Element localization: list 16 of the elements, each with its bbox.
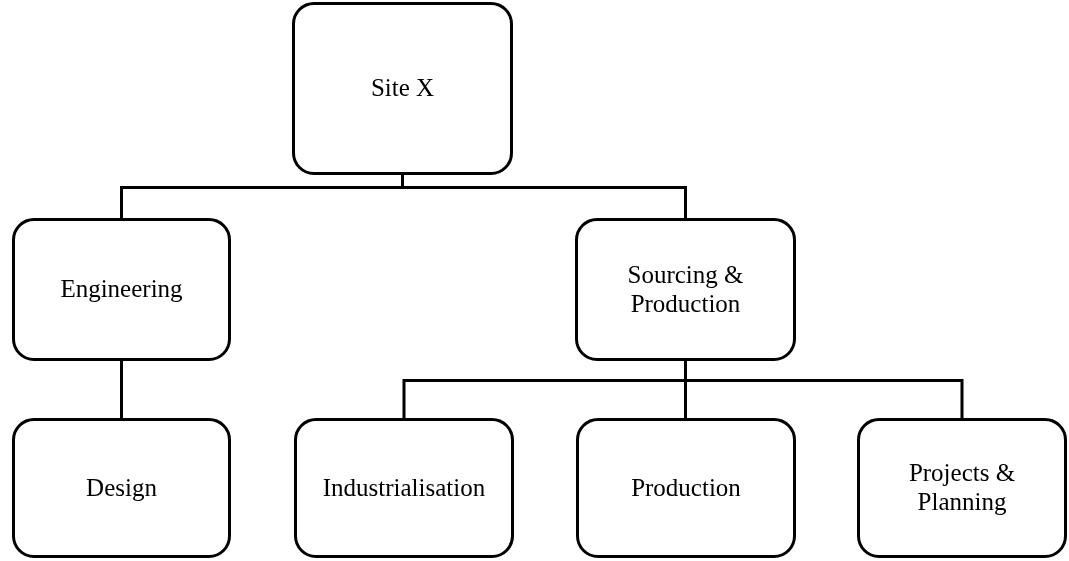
- org-box: [294, 418, 514, 558]
- box-label: Industrialisation: [321, 473, 487, 503]
- org-box: [576, 418, 796, 558]
- org-box: [12, 418, 231, 558]
- org-box: [857, 418, 1067, 558]
- box-label: Design: [85, 473, 158, 503]
- connector-line: [120, 361, 123, 418]
- box-label: Site X: [369, 74, 436, 103]
- org-box: [12, 218, 231, 361]
- org-box: [292, 2, 513, 175]
- box-label: Sourcing & Production: [626, 260, 745, 319]
- box-label: Engineering: [59, 275, 184, 304]
- connector-line: [684, 361, 964, 418]
- org-box: [575, 218, 796, 361]
- box-label: Projects & Planning: [907, 459, 1017, 517]
- box-label: Production: [630, 473, 742, 503]
